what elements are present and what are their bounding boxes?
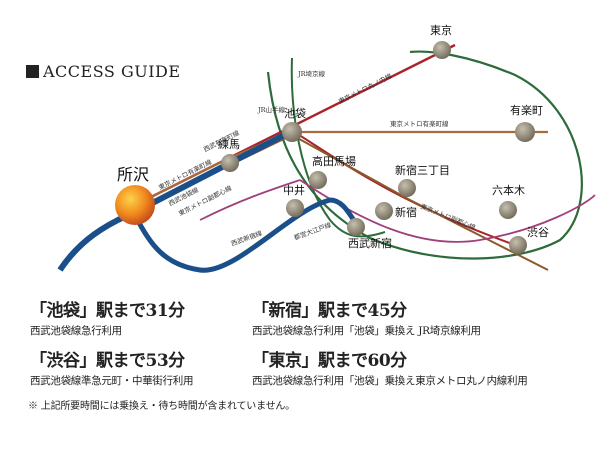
station-nerima xyxy=(221,154,239,172)
station-nakai xyxy=(286,199,304,217)
access-item-shibuya: 「渋谷」駅まで53分 西武池袋線準急元町・中華街行利用 xyxy=(30,346,194,388)
label-yurakucho: 有楽町 xyxy=(510,103,543,117)
label-shinjuku: 新宿 xyxy=(395,205,417,219)
access-head: 「渋谷」駅まで53分 xyxy=(30,351,185,371)
station-seibu-shinjuku xyxy=(347,218,365,236)
saikyo-line xyxy=(290,57,386,238)
access-item-ikebukuro: 「池袋」駅まで31分 西武池袋線急行利用 xyxy=(30,296,185,338)
line-label-oedo: 都営大江戸線 xyxy=(293,220,333,242)
title-square-icon xyxy=(26,65,39,78)
footnote: ※ 上記所要時間には乗換え・待ち時間が含まれていません。 xyxy=(28,401,295,412)
label-shibuya: 渋谷 xyxy=(527,226,549,239)
label-tokorozawa: 所沢 xyxy=(117,165,149,184)
home-station-marker xyxy=(115,185,155,225)
access-item-tokyo: 「東京」駅まで60分 西武池袋線急行利用「池袋」乗換え東京メトロ丸ノ内線利用 xyxy=(252,346,528,388)
access-guide-title: ACCESS GUIDE xyxy=(26,62,181,81)
label-seibu-shinjuku: 西武新宿 xyxy=(348,236,392,250)
seibu-shinjuku-line xyxy=(132,197,360,273)
label-nerima: 練馬 xyxy=(218,137,240,151)
label-nakai: 中井 xyxy=(283,183,305,197)
line-label-yamanote: JR山手線 xyxy=(257,105,285,114)
station-yurakucho xyxy=(515,122,535,142)
access-sub: 西武池袋線急行利用「池袋」乗換え東京メトロ丸ノ内線利用 xyxy=(252,375,528,387)
station-markers xyxy=(221,41,535,254)
label-ikebukuro: 池袋 xyxy=(284,106,306,120)
label-takadanobaba: 高田馬場 xyxy=(312,154,356,168)
station-shibuya xyxy=(509,236,527,254)
access-head: 「東京」駅まで60分 xyxy=(252,351,407,371)
label-roppongi: 六本木 xyxy=(492,183,525,197)
access-item-shinjuku: 「新宿」駅まで45分 西武池袋線急行利用「池袋」乗換え JR埼京線利用 xyxy=(252,296,481,338)
access-head: 「新宿」駅まで45分 xyxy=(252,301,407,321)
title-text: ACCESS GUIDE xyxy=(43,62,181,81)
line-label-saikyo: JR埼京線 xyxy=(297,69,325,78)
line-label-yurakucho: 東京メトロ有楽町線 xyxy=(390,119,449,128)
station-shinjuku xyxy=(375,202,393,220)
access-sub: 西武池袋線急行利用 xyxy=(30,325,122,337)
oedo-line-2 xyxy=(199,179,301,221)
station-takadanobaba xyxy=(309,171,327,189)
line-label-marunouchi: 東京メトロ丸ノ内線 xyxy=(337,71,394,106)
access-sub: 西武池袋線準急元町・中華街行利用 xyxy=(30,375,194,387)
station-tokyo xyxy=(433,41,451,59)
station-shinjuku-sanchome xyxy=(398,179,416,197)
label-shinjuku-sanchome: 新宿三丁目 xyxy=(395,163,450,177)
route-map: 所沢 練馬 池袋 中井 高田馬場 新宿三丁目 新宿 西武新宿 東京 有楽町 六本… xyxy=(57,23,596,273)
label-tokyo: 東京 xyxy=(430,23,452,37)
marunouchi-line-2 xyxy=(287,127,516,246)
line-label-fukutoshin-right: 東京メトロ副都心線 xyxy=(419,202,477,232)
access-head: 「池袋」駅まで31分 xyxy=(30,301,185,321)
station-ikebukuro xyxy=(282,122,302,142)
access-sub: 西武池袋線急行利用「池袋」乗換え JR埼京線利用 xyxy=(252,325,481,337)
station-roppongi xyxy=(499,201,517,219)
